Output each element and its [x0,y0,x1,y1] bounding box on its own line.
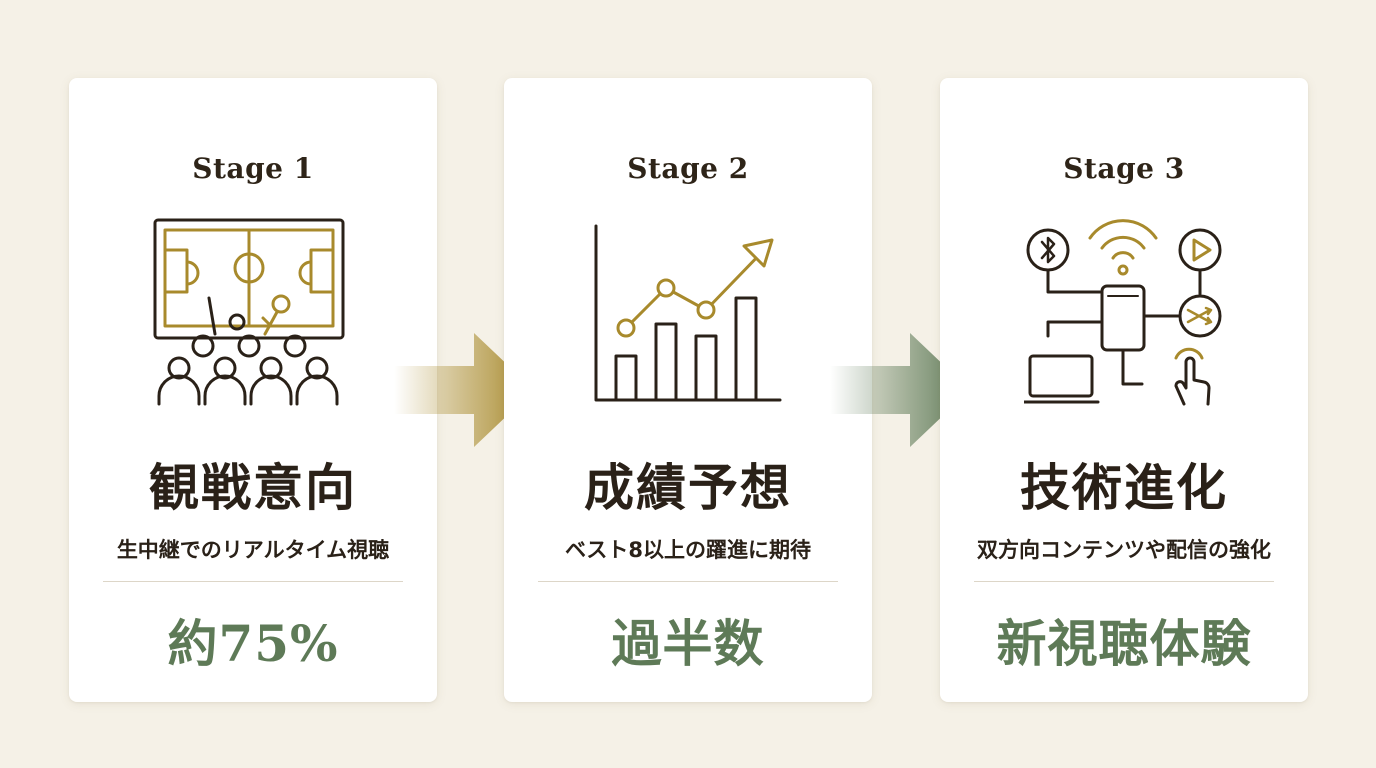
stage-card-3: Stage 3 [940,78,1308,702]
divider [103,581,403,582]
stage-label: Stage 1 [192,152,314,185]
stage-description: ベスト8以上の躍進に期待 [564,538,812,562]
stage-title: 観戦意向 [149,458,357,517]
stage-description: 双方向コンテンツや配信の強化 [977,538,1271,562]
stage-card-1: Stage 1 [69,78,437,702]
stage-value: 約75% [167,614,339,673]
stage-title: 技術進化 [1020,458,1228,517]
stage-title: 成績予想 [584,458,792,517]
growth-chart-icon [588,216,788,416]
stage-value: 過半数 [611,614,765,673]
divider [974,581,1274,582]
arrow-right-icon [394,333,534,447]
arrow-right-icon [830,333,970,447]
stage-value: 新視聴体験 [996,614,1252,673]
stadium-viewers-icon [153,216,353,416]
stage-label: Stage 3 [1063,152,1185,185]
stage-description: 生中継でのリアルタイム視聴 [116,538,390,562]
stage-card-2: Stage 2 成績予想 ベスト8以上の躍進に期待 過半数 [504,78,872,702]
stage-label: Stage 2 [627,152,749,185]
divider [538,581,838,582]
connected-devices-icon [1024,216,1224,416]
